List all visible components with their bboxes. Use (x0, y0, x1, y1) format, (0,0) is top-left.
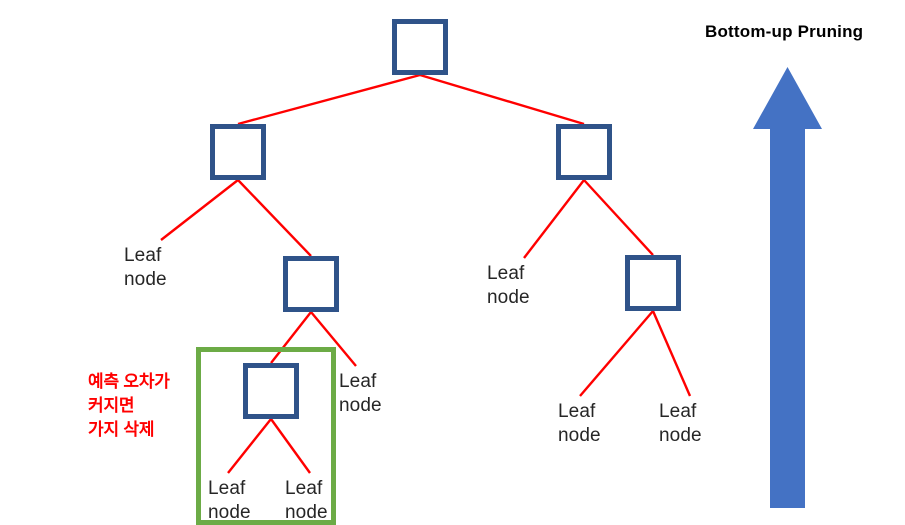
tree-edge-left-1-to-left-2 (237, 179, 312, 257)
pruned-subtree-highlight-box (196, 347, 336, 525)
prune-annotation-text: 예측 오차가 커지면 가지 삭제 (88, 372, 170, 440)
tree-edge-root-to-left-1 (237, 73, 421, 126)
tree-edge-root-to-right-1 (419, 73, 585, 126)
tree-edge-right-2-to-leaf-right-sub-right (651, 310, 692, 397)
tree-edge-pruned-inner-to-leaf-pruned-left (227, 418, 272, 474)
leaf-node-label-leaf-left-outer: Leaf node (124, 245, 167, 291)
tree-edge-left-1-to-leaf-left-outer (160, 179, 239, 241)
tree-edge-pruned-inner-to-leaf-pruned-right (270, 418, 311, 474)
tree-edge-left-2-to-leaf-left-inner (310, 311, 357, 367)
tree-edge-right-1-to-right-2 (583, 179, 654, 256)
tree-node-right-1 (556, 124, 612, 180)
leaf-node-label-leaf-right-sub-right: Leaf node (659, 401, 702, 447)
tree-node-left-1 (210, 124, 266, 180)
tree-node-left-2 (283, 256, 339, 312)
tree-node-right-2 (625, 255, 681, 311)
tree-edge-right-1-to-leaf-right-outer (523, 179, 585, 259)
leaf-node-label-leaf-pruned-left: Leaf node (208, 478, 251, 524)
leaf-node-label-leaf-left-inner: Leaf node (339, 371, 382, 417)
leaf-node-label-leaf-right-outer: Leaf node (487, 263, 530, 309)
leaf-node-label-leaf-right-sub-left: Leaf node (558, 401, 601, 447)
up-arrow-icon (753, 67, 822, 508)
leaf-node-label-leaf-pruned-right: Leaf node (285, 478, 328, 524)
up-arrow-shape (753, 67, 822, 508)
bottom-up-pruning-title: Bottom-up Pruning (705, 22, 864, 41)
tree-edge-left-2-to-pruned-inner (270, 311, 312, 364)
tree-node-root (392, 19, 448, 75)
tree-node-pruned-inner (243, 363, 299, 419)
tree-edge-right-2-to-leaf-right-sub-left (579, 310, 654, 397)
